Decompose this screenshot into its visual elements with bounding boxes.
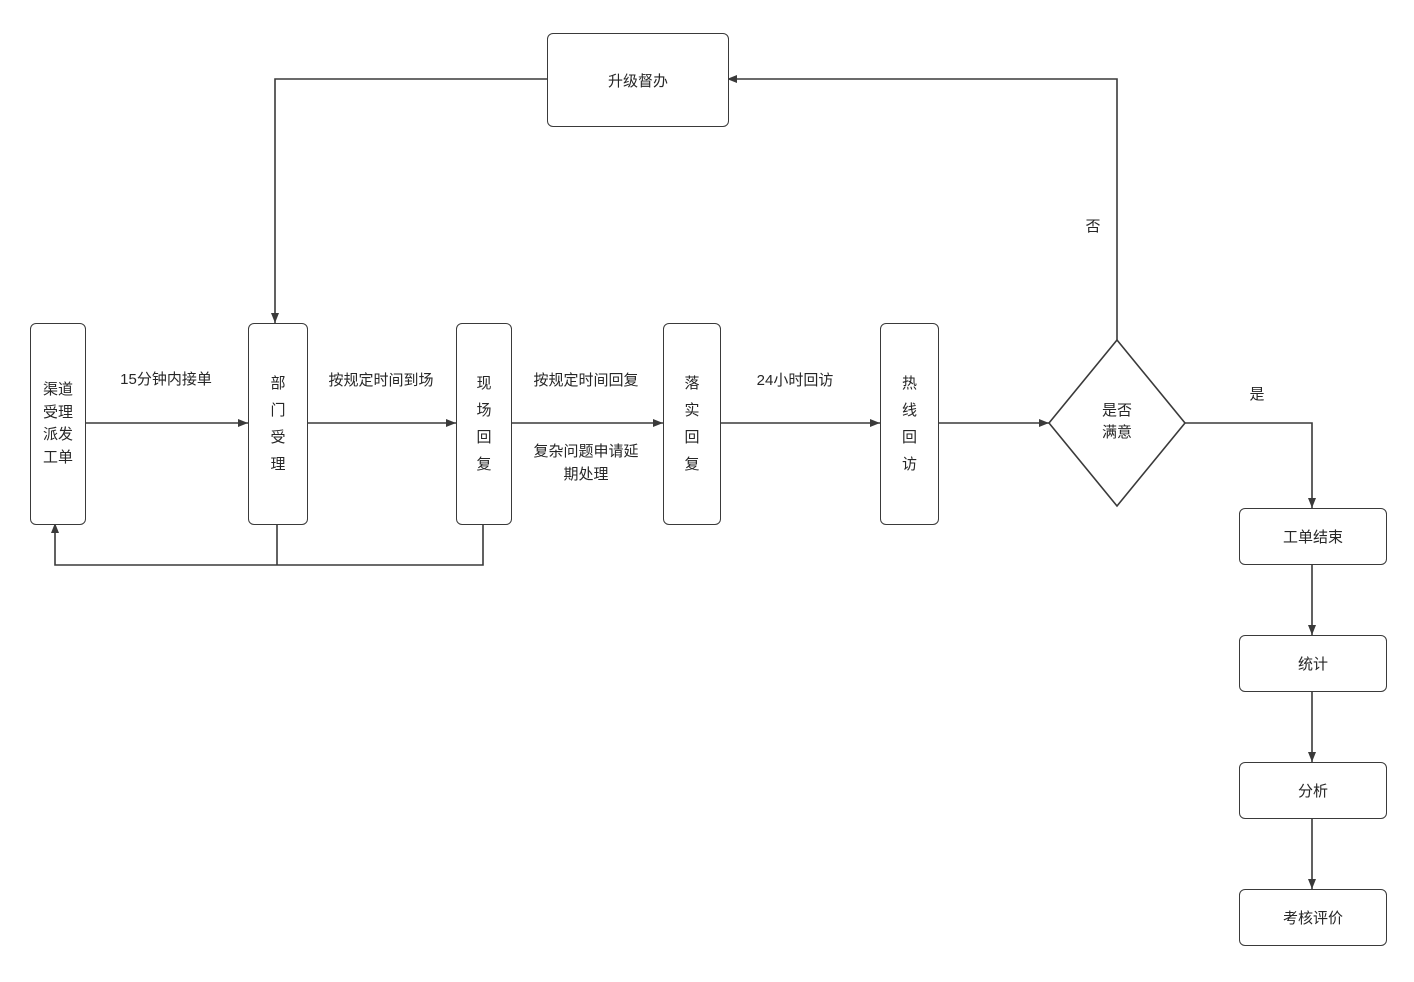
node-escalation-label: 升级督办 — [607, 72, 668, 90]
node-order-end-label: 工单结束 — [1282, 529, 1343, 546]
node-analysis-label: 分析 — [1297, 783, 1328, 800]
node-channel-dispatch-label: 渠道 受理 派发 工单 — [42, 381, 73, 466]
node-statistics-label: 统计 — [1297, 656, 1328, 673]
node-department-accept: 部 门 受 理 — [248, 323, 308, 525]
edge-decision-yes-to-order-end — [1185, 422, 1316, 508]
edge-label-callback-24h: 24小时回访 — [756, 372, 834, 389]
node-decision-label: 是否 满意 — [1101, 402, 1132, 441]
decision-diamond — [1047, 338, 1187, 508]
node-analysis: 分析 — [1239, 762, 1387, 819]
node-hotline-callback: 热 线 回 访 — [880, 323, 939, 525]
edge-label-yes: 是 — [1249, 386, 1265, 403]
node-evaluation: 考核评价 — [1239, 889, 1387, 946]
edge-label-arrive-on-time: 按规定时间到场 — [328, 372, 434, 389]
node-onsite-reply: 现 场 回 复 — [456, 323, 512, 525]
edge-label-reply-on-time: 按规定时间回复 — [533, 372, 639, 389]
node-onsite-reply-label: 现 场 回 复 — [476, 375, 492, 473]
edge-escalation-to-department — [271, 78, 547, 323]
edge-decision-no-to-escalation — [727, 75, 1118, 340]
node-evaluation-label: 考核评价 — [1282, 910, 1343, 927]
node-escalation: 升级督办 — [547, 33, 729, 127]
node-hotline-callback-label: 热 线 回 访 — [901, 375, 917, 473]
edge-label-accept-15min: 15分钟内接单 — [120, 371, 212, 388]
node-channel-dispatch: 渠道 受理 派发 工单 — [30, 323, 86, 525]
edge-label-no: 否 — [1085, 218, 1101, 235]
node-department-accept-label: 部 门 受 理 — [270, 375, 286, 473]
node-statistics: 统计 — [1239, 635, 1387, 692]
node-implement-reply-label: 落 实 回 复 — [684, 375, 700, 473]
node-order-end: 工单结束 — [1239, 508, 1387, 565]
edge-feedback-to-channel — [51, 523, 484, 566]
node-implement-reply: 落 实 回 复 — [663, 323, 721, 525]
edge-label-complex-delay: 复杂问题申请延 期处理 — [533, 443, 639, 483]
